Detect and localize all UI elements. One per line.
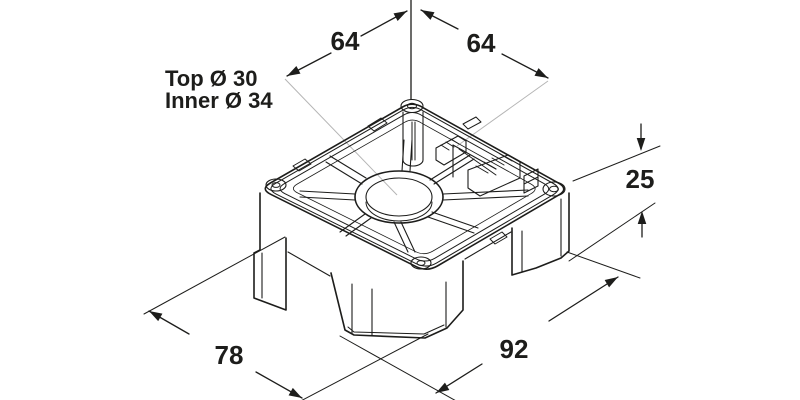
- dimension-64-right: 64: [418, 6, 551, 82]
- clip-combs: [435, 135, 539, 197]
- right-construction-line: [456, 80, 549, 147]
- radial-ribs: [299, 139, 529, 253]
- callout-top-diameter: Top Ø 30: [165, 66, 258, 91]
- dim-value-64-left: 64: [331, 26, 360, 56]
- dimension-64-left: 64: [284, 7, 410, 80]
- front-skirt: [330, 231, 512, 339]
- dim-value-64-right: 64: [467, 28, 496, 58]
- dimension-78: 78: [143, 236, 429, 400]
- part-drawing: [253, 98, 570, 339]
- construction-lines: [284, 78, 549, 196]
- right-wall: [511, 192, 570, 276]
- dimension-92: 92: [339, 251, 641, 400]
- dimension-25: 25: [568, 123, 661, 262]
- left-wall: [253, 192, 331, 311]
- center-post: [402, 111, 424, 167]
- callout-leader-line: [284, 78, 398, 196]
- dim-value-92: 92: [500, 334, 529, 364]
- diameter-callout: Top Ø 30 Inner Ø 34: [165, 66, 273, 113]
- callout-inner-diameter: Inner Ø 34: [165, 88, 273, 113]
- dim-value-78: 78: [215, 340, 244, 370]
- central-ring: [354, 170, 444, 224]
- corner-bosses: [265, 98, 566, 270]
- dim-value-25: 25: [626, 164, 655, 194]
